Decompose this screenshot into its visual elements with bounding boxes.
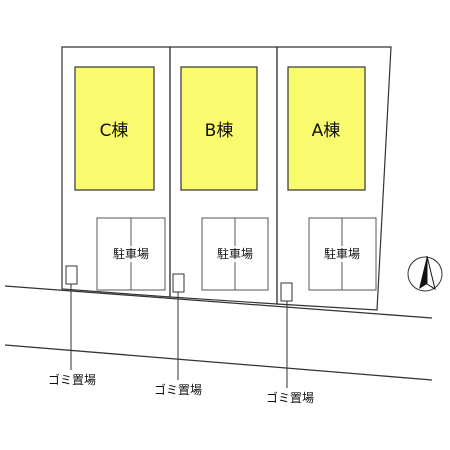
building-b-label: B棟 (205, 121, 234, 141)
building-a: A棟 (287, 66, 366, 191)
road-edge-lower (4, 344, 433, 381)
garbage-a: ゴミ置場 (266, 282, 314, 405)
parking-a: 駐車場 (308, 217, 377, 291)
building-b-footprint (180, 66, 258, 191)
lot-a (276, 46, 392, 311)
parking-b: 駐車場 (201, 217, 269, 291)
building-c-label: C棟 (100, 121, 129, 141)
parking-b-label: 駐車場 (217, 246, 253, 261)
building-c-footprint (74, 66, 155, 191)
parking-a-label-bg (321, 246, 363, 262)
garbage-b: ゴミ置場 (154, 273, 202, 397)
building-b: B棟 (180, 66, 258, 191)
garbage-c-marker (65, 265, 78, 285)
garbage-a-marker (280, 282, 293, 302)
parking-c-label-bg (110, 246, 152, 262)
parking-b-label-bg (214, 246, 256, 262)
parking-c-label: 駐車場 (113, 246, 149, 261)
garbage-b-label: ゴミ置場 (154, 382, 202, 397)
building-a-label: A棟 (312, 121, 341, 141)
parking-c: 駐車場 (96, 217, 166, 291)
garbage-c: ゴミ置場 (48, 265, 96, 387)
building-c: C棟 (74, 66, 155, 191)
north-arrow-icon (407, 255, 443, 292)
garbage-a-label: ゴミ置場 (266, 390, 314, 405)
parking-a-label: 駐車場 (324, 246, 360, 261)
building-a-footprint (287, 66, 366, 191)
road-edge-upper (4, 285, 433, 319)
garbage-b-marker (172, 273, 185, 293)
garbage-c-label: ゴミ置場 (48, 372, 96, 387)
